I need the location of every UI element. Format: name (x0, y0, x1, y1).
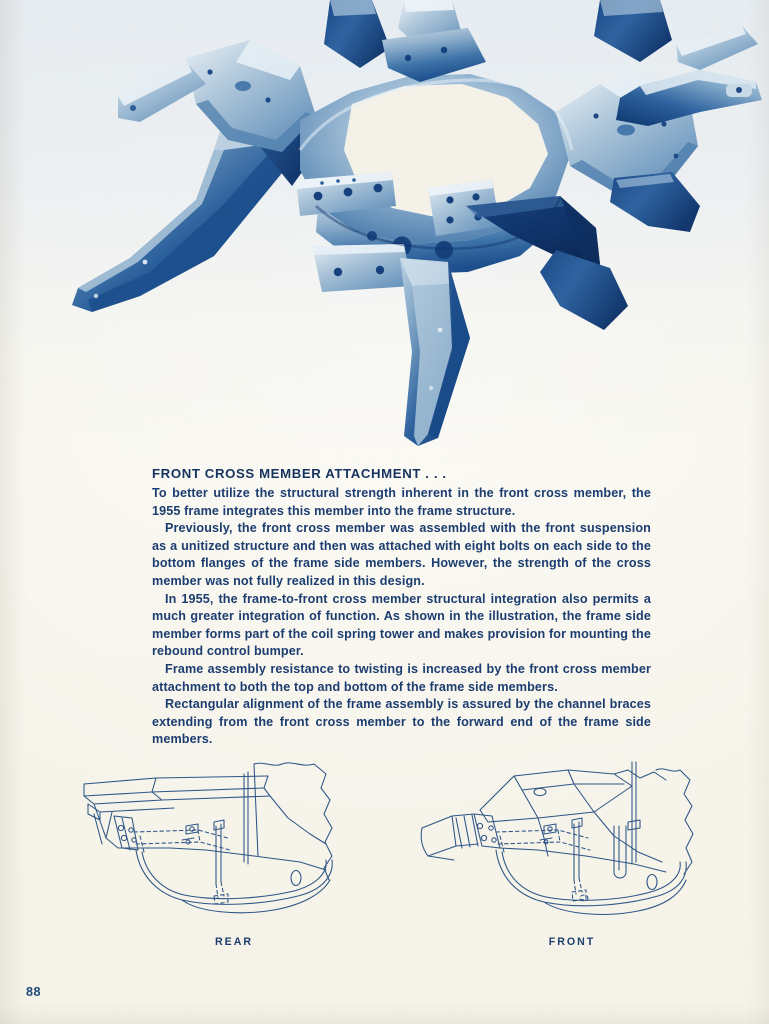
figure-rear (78, 752, 378, 927)
figure-front-artwork (420, 761, 694, 915)
paragraph-5: Rectangular alignment of the frame assem… (152, 697, 651, 747)
article-heading: FRONT CROSS MEMBER ATTACHMENT . . . (152, 466, 447, 481)
figure-front (418, 752, 718, 927)
frame-photograph (0, 0, 769, 460)
page-number: 88 (26, 985, 42, 999)
frame-photograph-artwork (72, 0, 762, 446)
paragraph-4: Frame assembly resistance to twisting is… (152, 661, 651, 694)
paragraph-3: In 1955, the frame-to-front cross member… (152, 591, 651, 659)
figure-caption-front: FRONT (548, 936, 596, 948)
figure-rear-artwork (83, 762, 333, 914)
paragraph-1: To better utilize the structural strengt… (152, 486, 651, 518)
figure-row (0, 752, 769, 952)
article-body: FRONT CROSS MEMBER ATTACHMENT . . . To b… (152, 466, 651, 749)
figure-caption-rear: REAR (214, 936, 254, 948)
paragraph-2: Previously, the front cross member was a… (152, 521, 651, 588)
